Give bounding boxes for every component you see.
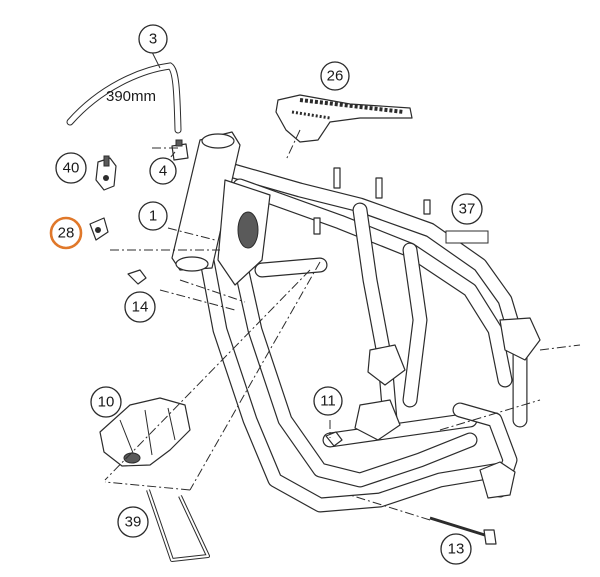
callout-11[interactable]: 11: [313, 386, 343, 416]
callout-1[interactable]: 1: [138, 201, 168, 231]
callout-28[interactable]: 28: [49, 216, 83, 250]
callout-26[interactable]: 26: [320, 61, 350, 91]
callout-40[interactable]: 40: [55, 152, 87, 184]
callout-label: 26: [327, 68, 344, 85]
callout-39[interactable]: 39: [117, 506, 149, 538]
dimension-label: 390mm: [106, 88, 156, 105]
callout-label: 14: [132, 299, 149, 316]
label-plate-part: [445, 230, 489, 244]
callout-3[interactable]: 3: [138, 24, 168, 54]
callout-label: 3: [149, 31, 157, 48]
callout-10[interactable]: 10: [90, 386, 122, 418]
callout-label: 39: [125, 514, 142, 531]
callout-label: 13: [448, 541, 465, 558]
bolt-part: [429, 516, 497, 545]
callout-label: 4: [159, 163, 167, 180]
callout-37[interactable]: 37: [451, 193, 483, 225]
strap-part: [146, 489, 210, 562]
small-clip-part: [127, 269, 147, 285]
callout-leader: [151, 51, 161, 69]
callout-13[interactable]: 13: [440, 533, 472, 565]
clip-part: [89, 217, 109, 241]
chain-guide-part: [275, 94, 413, 143]
callout-label: 37: [459, 201, 476, 218]
main-frame: [171, 131, 541, 513]
callout-14[interactable]: 14: [124, 291, 156, 323]
hose-part: [66, 62, 182, 134]
nut-part: [325, 431, 343, 447]
callout-label: 40: [63, 160, 80, 177]
callout-label: 10: [98, 394, 115, 411]
callout-label: 1: [149, 208, 157, 225]
bracket-part: [95, 155, 117, 191]
fitting-part: [171, 139, 189, 161]
leader-lines: [104, 129, 581, 521]
callout-label: 28: [58, 225, 75, 242]
callout-4[interactable]: 4: [149, 157, 177, 185]
callout-label: 11: [320, 393, 336, 410]
